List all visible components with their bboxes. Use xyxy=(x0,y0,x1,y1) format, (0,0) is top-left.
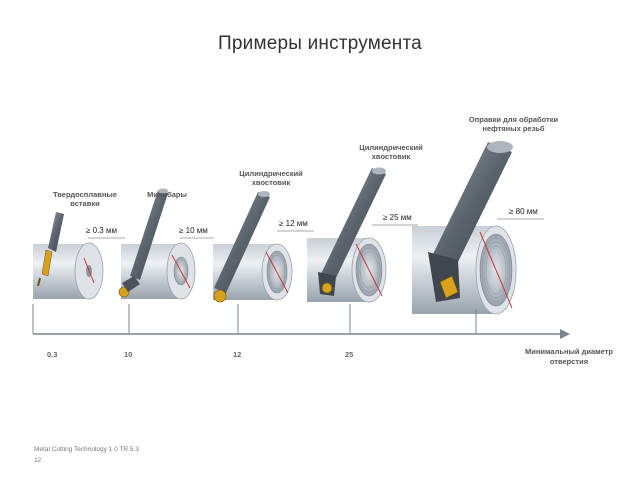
dimension-leaders xyxy=(88,218,544,239)
tool-label-cylindrical-shank-1: Цилиндрический хвостовик xyxy=(239,169,303,187)
tool-4-cylindrical-shank xyxy=(318,167,386,296)
axis-tick-label: 25 xyxy=(345,350,354,359)
tool-label-cylindrical-shank-2: Цилиндрический хвостовик xyxy=(359,143,423,161)
min-size-label: ≥ 25 мм xyxy=(383,213,412,222)
axis-tick-label: 0.3 xyxy=(47,350,58,359)
min-size-label: ≥ 12 мм xyxy=(279,219,308,228)
tool-5-oil-thread-bar xyxy=(428,141,513,302)
axis-title: Минимальный диаметр отверстия xyxy=(524,347,614,366)
tool-1-solid-carbide xyxy=(37,212,64,287)
footer-source: Metal Cutting Technology 1.0 TR 5.3 xyxy=(34,446,139,453)
tool-label-minibar: Минибары xyxy=(147,190,187,199)
tool-label-oil-thread-bar: Оправки для обработки нефтяных резьб xyxy=(468,115,559,133)
min-size-label: ≥ 80 мм xyxy=(509,207,538,216)
axis-tick-label: 12 xyxy=(233,350,242,359)
axis-tick-label: 10 xyxy=(124,350,133,359)
page-title: Примеры инструмента xyxy=(218,33,422,54)
page-number: 12 xyxy=(34,457,42,464)
diameter-axis xyxy=(32,304,570,339)
tool-3-cylindrical-shank xyxy=(213,191,270,303)
min-size-label: ≥ 10 мм xyxy=(179,226,208,235)
tool-2-minibar xyxy=(118,188,168,298)
min-size-label: ≥ 0.3 мм xyxy=(86,226,117,235)
tool-label-solid-carbide: Твердосплавные вставки xyxy=(53,190,117,208)
